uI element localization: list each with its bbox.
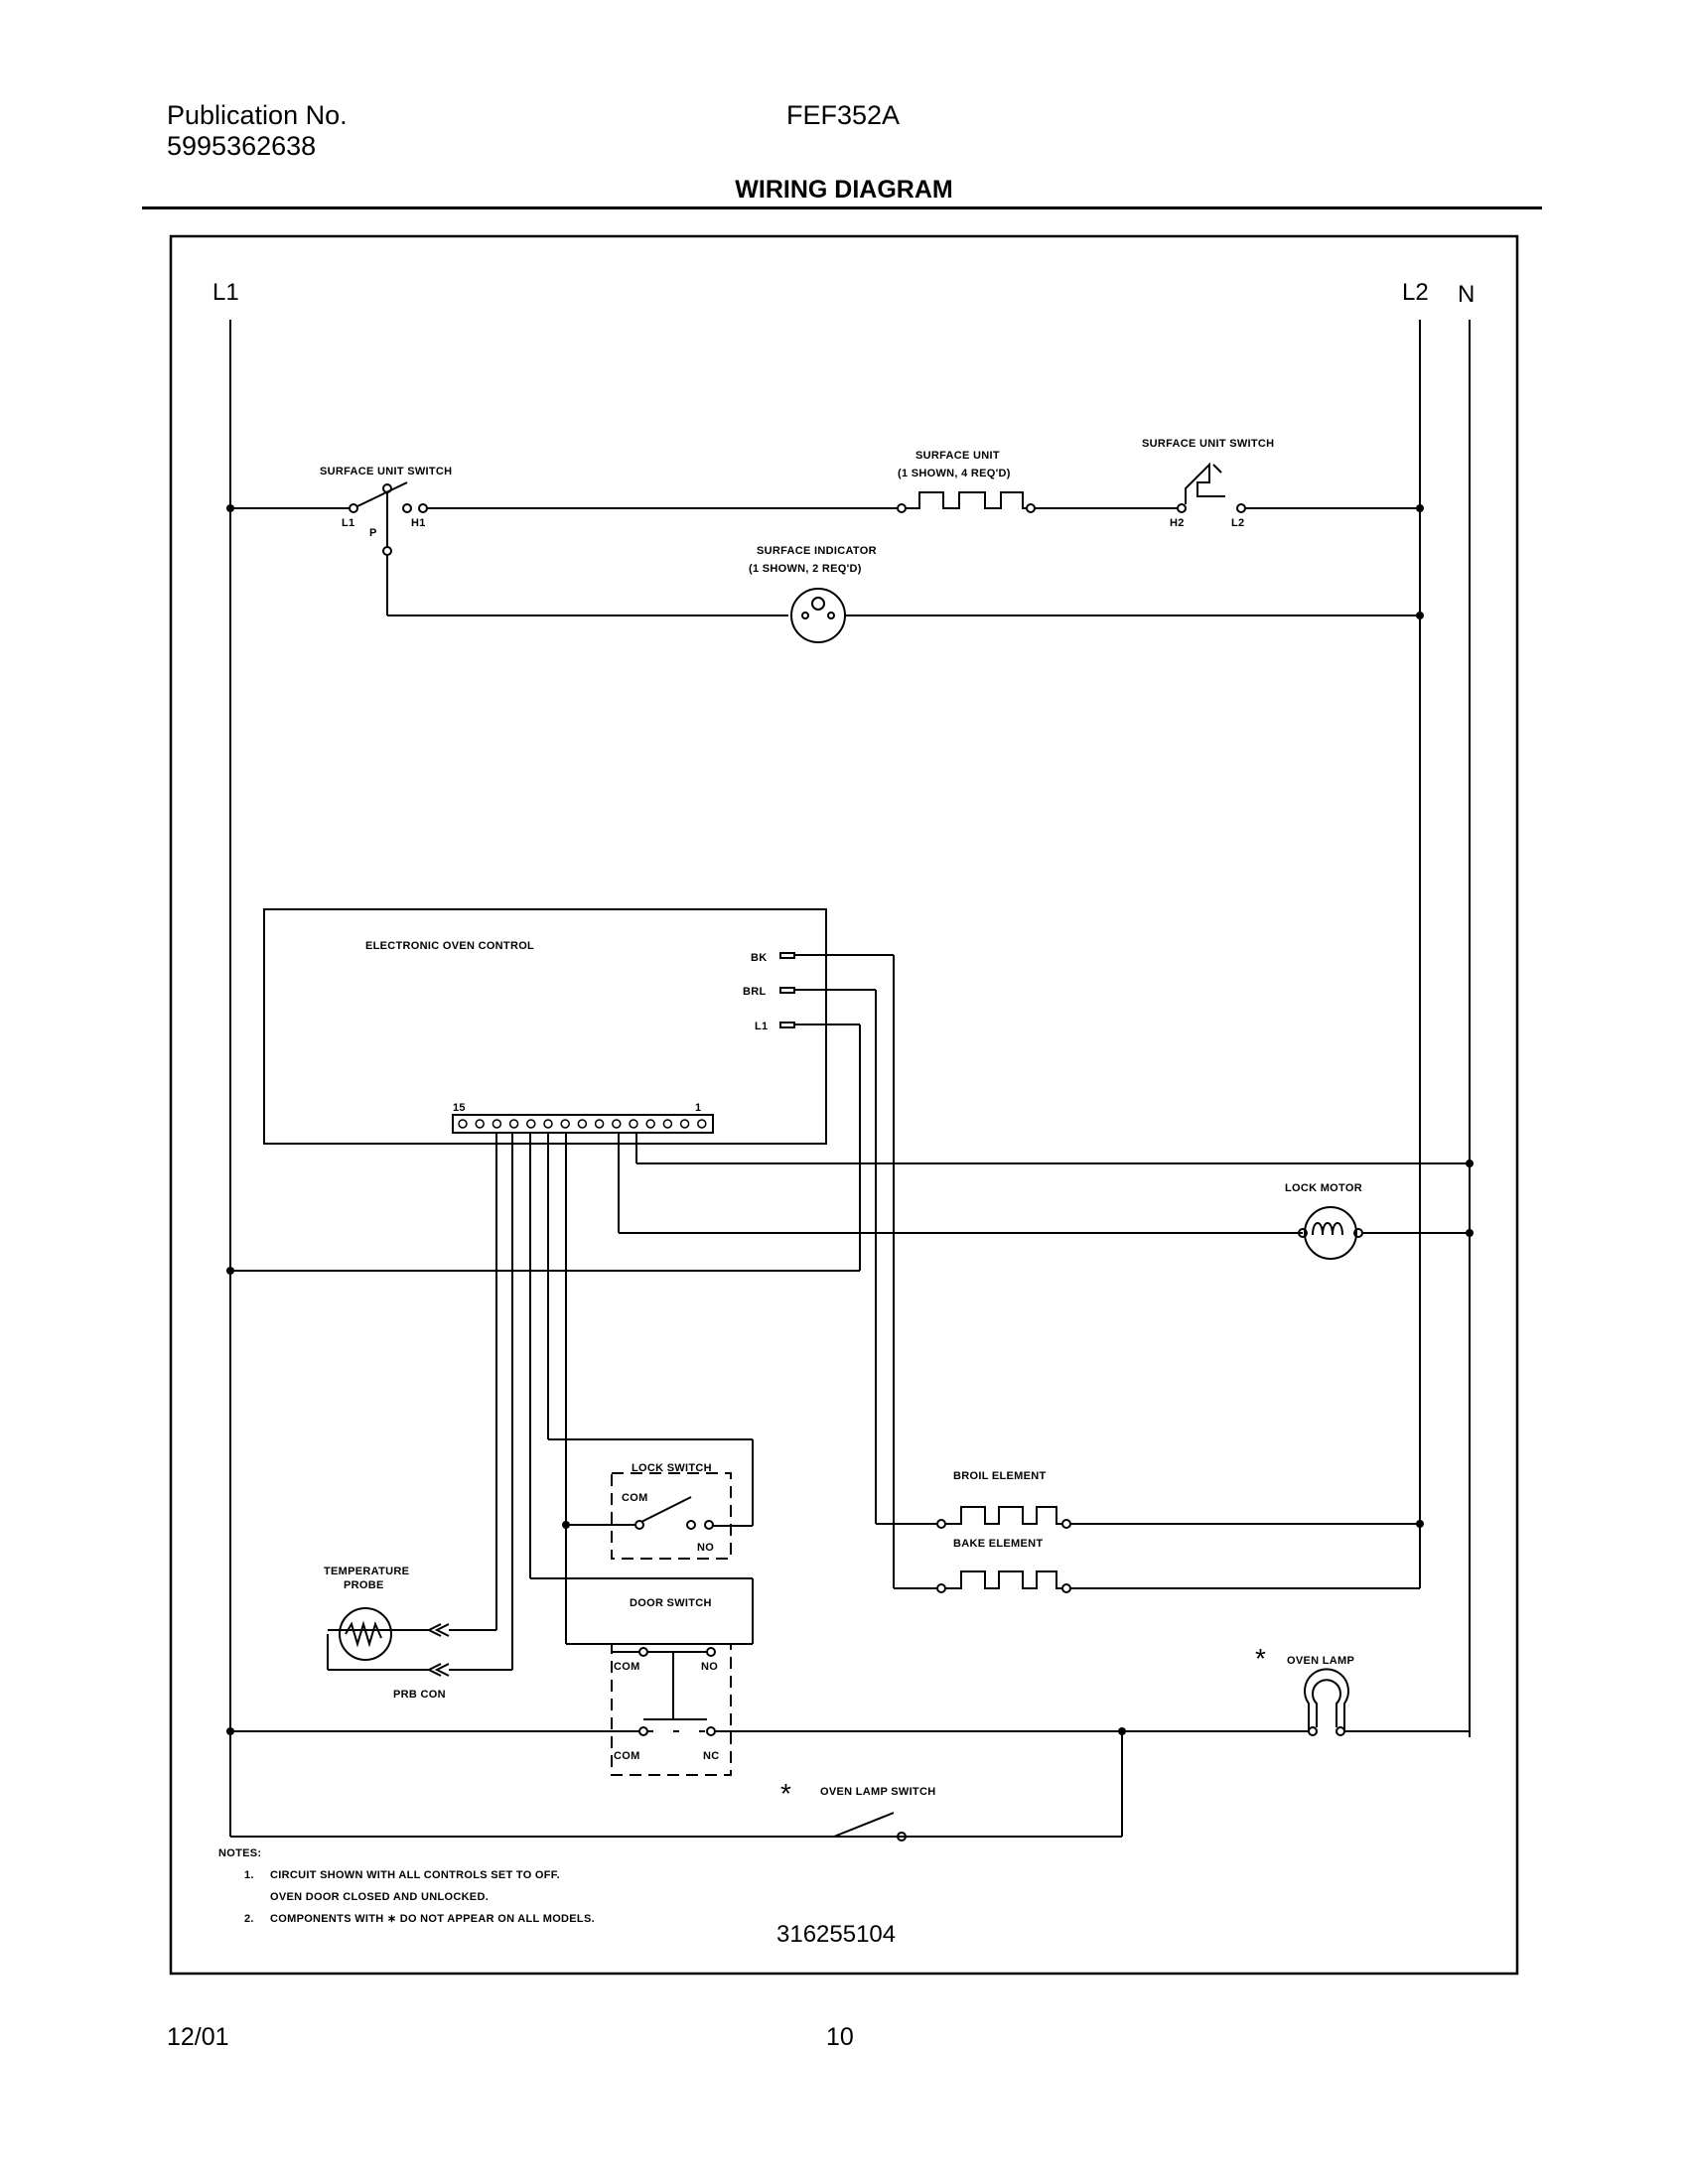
connector-pin [560, 1119, 570, 1129]
door-switch-box [611, 1643, 732, 1776]
brl-label: BRL [743, 986, 767, 998]
temp-probe-label: TEMPERATURE [324, 1566, 409, 1577]
oven-lamp-switch-asterisk: * [780, 1778, 791, 1809]
l2-rail-label: L2 [1402, 279, 1429, 306]
switch-term-l2: L2 [1231, 517, 1244, 529]
connector-pin [508, 1119, 519, 1129]
broil-element-label: BROIL ELEMENT [953, 1470, 1047, 1482]
connector-pin [458, 1119, 468, 1129]
temp-probe-label-2: PROBE [344, 1579, 384, 1591]
switch-terminal-l1 [349, 503, 358, 513]
l1-terminal-label: L1 [755, 1021, 768, 1032]
title-rule [142, 206, 1542, 209]
surface-unit-label: SURFACE UNIT [915, 450, 1000, 462]
n-rail-label: N [1458, 281, 1475, 308]
surface-switch-right-label: SURFACE UNIT SWITCH [1142, 438, 1274, 450]
publication-number: 5995362638 [167, 131, 317, 161]
prb-con-label: PRB CON [393, 1689, 446, 1701]
model-number: FEF352A [786, 100, 901, 130]
surface-indicator-label: SURFACE INDICATOR [757, 545, 877, 557]
door-switch-label: DOOR SWITCH [630, 1597, 712, 1609]
control-connector [452, 1114, 714, 1134]
surface-switch-right-blade [1185, 462, 1225, 504]
footer-page-number: 10 [826, 2023, 854, 2051]
switch-term-p: P [369, 527, 377, 539]
oven-lamp-switch-label: OVEN LAMP SWITCH [820, 1786, 935, 1798]
brl-terminal [779, 987, 795, 994]
lock-switch-box [611, 1472, 732, 1560]
connector-pin [594, 1119, 605, 1129]
lock-motor-label: LOCK MOTOR [1285, 1182, 1362, 1194]
door-no-label: NO [701, 1661, 718, 1673]
connector-pin [697, 1119, 707, 1129]
connector-pin [526, 1119, 536, 1129]
surface-indicator-qty: (1 SHOWN, 2 REQ'D) [749, 563, 862, 575]
bake-element [945, 1570, 1062, 1589]
door-nc-label: NC [703, 1750, 720, 1762]
bake-element-label: BAKE ELEMENT [953, 1538, 1043, 1550]
connector-pins [458, 1119, 707, 1129]
note-1-line-1: CIRCUIT SHOWN WITH ALL CONTROLS SET TO O… [270, 1869, 560, 1881]
junction-dots [226, 504, 1474, 1735]
connector-end-label: 1 [695, 1102, 701, 1114]
connector-pin [679, 1119, 690, 1129]
connector-pin [645, 1119, 655, 1129]
door-com1-label: COM [614, 1661, 640, 1673]
switch-term-l1: L1 [342, 517, 354, 529]
l1-rail-label: L1 [212, 279, 239, 306]
oven-lamp-switch-blade [833, 1812, 895, 1838]
broil-element [945, 1506, 1062, 1525]
electronic-oven-control-box [263, 908, 827, 1145]
bk-label: BK [751, 952, 768, 964]
note-2-line: COMPONENTS WITH ∗ DO NOT APPEAR ON ALL M… [270, 1913, 595, 1925]
bk-terminal [779, 952, 795, 959]
oven-lamp-bulb [1304, 1668, 1349, 1731]
note-2-number: 2. [244, 1913, 254, 1925]
diagram-border [169, 234, 1519, 1976]
surface-switch-blade [356, 481, 408, 507]
note-1-line-2: OVEN DOOR CLOSED AND UNLOCKED. [270, 1891, 489, 1903]
diagram-number: 316255104 [776, 1921, 896, 1948]
connector-start-label: 15 [453, 1102, 466, 1114]
note-1-number: 1. [244, 1869, 254, 1881]
surface-switch-left-label: SURFACE UNIT SWITCH [320, 466, 452, 478]
surface-unit-qty: (1 SHOWN, 4 REQ'D) [898, 468, 1011, 479]
door-com2-label: COM [614, 1750, 640, 1762]
connector-pin [543, 1119, 553, 1129]
connector-pin [577, 1119, 588, 1129]
connector-pin [475, 1119, 485, 1129]
publication-label: Publication No. [167, 100, 348, 130]
lock-switch-com-label: COM [622, 1492, 648, 1504]
lock-switch-label: LOCK SWITCH [632, 1462, 712, 1474]
oven-lamp-asterisk: * [1255, 1643, 1266, 1674]
lock-switch-blade [640, 1496, 692, 1523]
l1-terminal [779, 1022, 795, 1028]
oven-lamp-label: OVEN LAMP [1287, 1655, 1354, 1667]
lock-switch-no-label: NO [697, 1542, 714, 1554]
switch-term-h1: H1 [411, 517, 426, 529]
page-title: WIRING DIAGRAM [735, 176, 953, 204]
footer-date: 12/01 [167, 2023, 229, 2051]
lock-motor [1304, 1206, 1357, 1260]
notes-heading: NOTES: [218, 1847, 261, 1859]
connector-pin [612, 1119, 622, 1129]
connector-pin [629, 1119, 638, 1129]
connector-pin [492, 1119, 502, 1129]
control-label: ELECTRONIC OVEN CONTROL [365, 940, 534, 952]
connector-pin [662, 1119, 673, 1129]
surface-unit-element [906, 491, 1027, 509]
temperature-probe [339, 1607, 392, 1661]
switch-term-h2: H2 [1170, 517, 1185, 529]
